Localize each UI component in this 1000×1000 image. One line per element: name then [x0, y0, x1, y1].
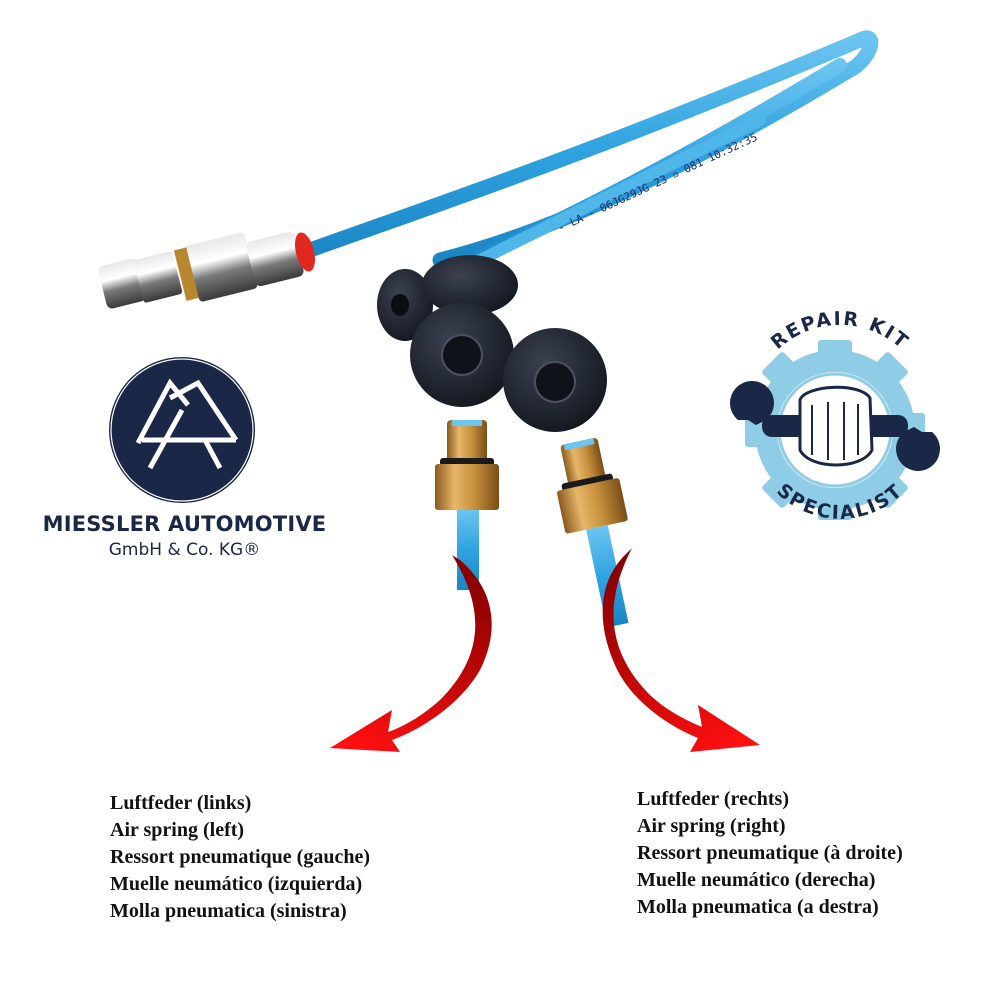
repair-kit-badge-text: REPAIR KIT SPECIALIST [767, 308, 914, 524]
label-left-it: Molla pneumatica (sinistra) [110, 900, 347, 922]
brass-fitting-right [557, 438, 629, 628]
brand-subtitle: GmbH & Co. KG® [108, 540, 261, 560]
y-connector-block [377, 255, 607, 432]
label-left-de: Luftfeder (links) [110, 792, 252, 814]
svg-text:REPAIR KIT: REPAIR KIT [767, 308, 914, 354]
label-right-it: Molla pneumatica (a destra) [637, 896, 879, 918]
left-air-spring-labels: Luftfeder (links) Air spring (left) Ress… [110, 790, 370, 925]
label-right-en: Air spring (right) [637, 815, 786, 837]
right-air-spring-labels: Luftfeder (rechts) Air spring (right) Re… [637, 786, 903, 921]
repair-kit-badge-icon [730, 340, 940, 520]
label-right-de: Luftfeder (rechts) [637, 788, 789, 810]
brass-fitting-left [435, 420, 499, 590]
label-right-fr: Ressort pneumatique (à droite) [637, 842, 903, 864]
brand-name: MIESSLER AUTOMOTIVE [42, 512, 327, 536]
badge-top-text: REPAIR KIT [767, 308, 912, 354]
air-hose: - LA - 06JG29JG 23 ▫ 081 10:32:35 [302, 30, 879, 306]
miessler-logo-icon [109, 357, 255, 503]
arrow-right-icon [602, 548, 760, 752]
label-right-es: Muelle neumático (derecha) [637, 869, 876, 891]
inline-check-valve-fitting [98, 231, 315, 309]
arrow-left-icon [330, 555, 492, 752]
badge-bottom-text: SPECIALIST [773, 479, 906, 524]
svg-text:SPECIALIST: SPECIALIST [773, 479, 908, 524]
label-left-es: Muelle neumático (izquierda) [110, 873, 363, 895]
label-left-fr: Ressort pneumatique (gauche) [110, 846, 370, 868]
label-left-en: Air spring (left) [110, 819, 245, 841]
